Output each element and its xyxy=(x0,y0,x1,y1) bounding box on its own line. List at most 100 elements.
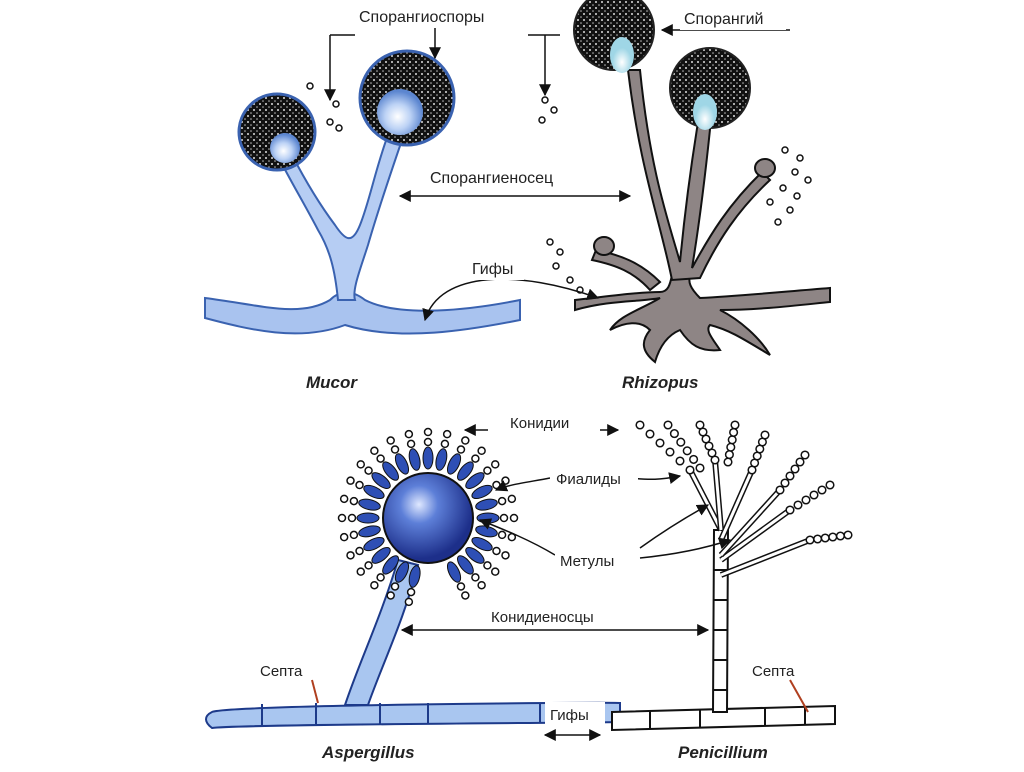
label-sporangium: Спорангий xyxy=(684,11,763,28)
penicillium-conidium xyxy=(731,421,739,429)
rhizopus-columella-top xyxy=(610,37,634,73)
penicillium-conidium xyxy=(666,448,674,456)
aspergillus-conidium xyxy=(484,467,491,474)
rhizopus-empty-tip-left xyxy=(594,237,614,255)
aspergillus-conidium xyxy=(462,437,469,444)
aspergillus-conidium xyxy=(357,461,364,468)
aspergillus-conidium xyxy=(350,531,357,538)
aspergillus-conidium xyxy=(493,547,500,554)
penicillium-conidium xyxy=(786,472,794,480)
mucor-drawing: Mucor xyxy=(205,51,520,392)
label-sporangiospores: Спорангиоспоры xyxy=(359,9,484,26)
aspergillus-conidium xyxy=(392,446,399,453)
aspergillus-conidium xyxy=(492,461,499,468)
label-hyphae-bottom: Гифы xyxy=(550,707,589,724)
rhizopus-stolon xyxy=(592,250,660,290)
aspergillus-phialide xyxy=(358,524,382,539)
penicillium-conidium xyxy=(781,479,789,487)
genus-aspergillus: Aspergillus xyxy=(321,743,415,762)
rhizopus-empty-tip-right xyxy=(755,159,775,177)
penicillium-conidium xyxy=(802,496,810,504)
label-conidia: Конидии xyxy=(510,415,569,432)
genus-penicillium: Penicillium xyxy=(678,743,768,762)
aspergillus-conidium xyxy=(441,440,448,447)
label-hyphae-top: Гифы xyxy=(472,261,513,278)
aspergillus-conidium xyxy=(501,515,508,522)
aspergillus-conidium xyxy=(444,431,451,438)
aspergillus-conidium xyxy=(387,592,394,599)
aspergillus-conidium xyxy=(408,589,415,596)
penicillium-conidium xyxy=(794,501,802,509)
label-sporangiophore: Спорангиеносец xyxy=(430,170,553,187)
penicillium-branches xyxy=(636,421,852,575)
aspergillus-conidium xyxy=(392,583,399,590)
penicillium-conidium xyxy=(837,532,845,540)
penicillium-drawing xyxy=(612,421,852,730)
penicillium-conidium xyxy=(671,430,679,438)
aspergillus-phialide xyxy=(477,513,499,523)
aspergillus-conidium xyxy=(387,437,394,444)
aspergillus-conidium xyxy=(356,482,363,489)
penicillium-conidium xyxy=(656,439,664,447)
aspergillus-conidium xyxy=(478,447,485,454)
aspergillus-conidium xyxy=(339,515,346,522)
aspergillus-septum-pointer xyxy=(312,680,318,703)
aspergillus-vesicle xyxy=(383,473,473,563)
penicillium-conidium xyxy=(664,421,672,429)
penicillium-conidium xyxy=(683,447,691,455)
penicillium-conidium xyxy=(696,464,704,472)
penicillium-conidium xyxy=(826,481,834,489)
aspergillus-conidium xyxy=(484,562,491,569)
aspergillus-phialide xyxy=(475,497,499,512)
aspergillus-conidium xyxy=(357,568,364,575)
penicillium-conidium xyxy=(776,486,784,494)
penicillium-conidium xyxy=(726,451,734,459)
aspergillus-conidium xyxy=(457,446,464,453)
penicillium-conidium xyxy=(801,451,809,459)
penicillium-conidium xyxy=(727,443,735,451)
mucor-columella-large xyxy=(377,89,423,135)
aspergillus-conidium xyxy=(365,562,372,569)
label-conidiophores: Конидиеносцы xyxy=(491,609,594,626)
penicillium-conidium xyxy=(818,486,826,494)
penicillium-conidium xyxy=(730,429,738,437)
mucor-columella-small xyxy=(270,133,300,163)
aspergillus-conidium xyxy=(502,477,509,484)
aspergillus-conidium xyxy=(377,455,384,462)
aspergillus-conidium xyxy=(341,495,348,502)
penicillium-conidium xyxy=(676,457,684,465)
aspergillus-conidium xyxy=(365,467,372,474)
penicillium-conidium xyxy=(821,534,829,542)
aspergillus-conidium xyxy=(405,598,412,605)
aspergillus-phialide xyxy=(434,448,449,472)
aspergillus-conidium xyxy=(462,592,469,599)
aspergillus-conidium xyxy=(371,447,378,454)
aspergillus-conidium xyxy=(371,582,378,589)
label-metulae: Метулы xyxy=(560,553,614,570)
aspergillus-conidium xyxy=(347,477,354,484)
penicillium-conidium xyxy=(806,536,814,544)
penicillium-conidium xyxy=(728,436,736,444)
aspergillus-conidium xyxy=(356,547,363,554)
aspergillus-conidium xyxy=(502,552,509,559)
label-septa-left: Септа xyxy=(260,663,303,680)
penicillium-metula-fill xyxy=(721,540,810,575)
aspergillus-conidium xyxy=(493,482,500,489)
penicillium-conidium xyxy=(686,466,694,474)
aspergillus-conidium xyxy=(347,552,354,559)
genus-mucor: Mucor xyxy=(306,373,358,392)
aspergillus-conidium xyxy=(457,583,464,590)
penicillium-conidium xyxy=(844,531,852,539)
genus-rhizopus: Rhizopus xyxy=(622,373,699,392)
aspergillus-conidium xyxy=(425,429,432,436)
penicillium-conidium xyxy=(786,506,794,514)
aspergillus-phialide xyxy=(423,447,433,469)
aspergillus-conidium xyxy=(472,455,479,462)
aspergillus-phialide xyxy=(358,497,382,512)
penicillium-conidium xyxy=(690,456,698,464)
label-phialides: Фиалиды xyxy=(556,471,621,488)
penicillium-conidium xyxy=(724,458,732,466)
penicillium-conidium xyxy=(761,431,769,439)
